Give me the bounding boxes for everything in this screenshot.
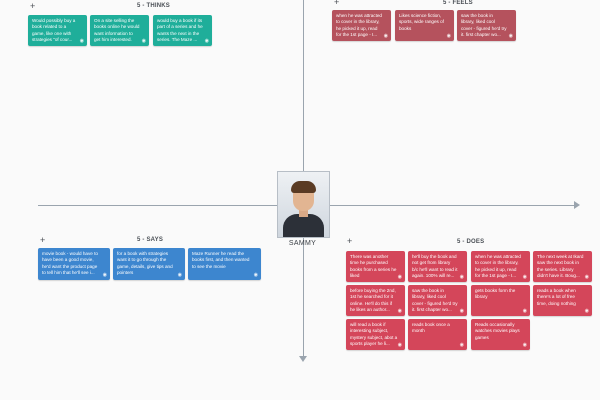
note-text: gets books form the library [475, 288, 516, 300]
eye-icon[interactable]: ◉ [522, 342, 527, 348]
sticky-note-does[interactable]: before buying the 2nd, 1st he searched f… [346, 285, 405, 316]
add-note-says-button[interactable]: + [40, 235, 46, 245]
eye-icon[interactable]: ◉ [584, 274, 589, 280]
sticky-note-does[interactable]: There was another time he purchased book… [346, 251, 405, 282]
add-note-feels-button[interactable]: + [334, 0, 340, 7]
sticky-note-does[interactable]: reads book once a month ◉ [408, 319, 467, 350]
persona-photo [277, 171, 330, 238]
note-text: saw the book in library, liked cool cove… [461, 13, 507, 38]
sticky-note-does[interactable]: The next week at Ikard saw the next book… [533, 251, 592, 282]
sticky-note-says[interactable]: movie book - would have to have been a g… [38, 248, 110, 280]
note-text: when he was attracted to cover in the li… [475, 254, 521, 279]
note-text: The next week at Ikard saw the next book… [537, 254, 584, 279]
note-text: On a site selling the books online he wo… [94, 18, 140, 43]
quadrant-title-does: 5 - DOES [457, 239, 485, 245]
eye-icon[interactable]: ◉ [204, 38, 209, 44]
sticky-note-does[interactable]: reads a book when there's a lot of free … [533, 285, 592, 316]
eye-icon[interactable]: ◉ [177, 272, 182, 278]
eye-icon[interactable]: ◉ [102, 272, 107, 278]
sticky-note-feels[interactable]: when he was attracted to cover in the li… [332, 10, 391, 41]
note-text: for a book with strategies want it to go… [117, 251, 173, 276]
eye-icon[interactable]: ◉ [397, 274, 402, 280]
eye-icon[interactable]: ◉ [584, 308, 589, 314]
sticky-note-does[interactable]: Reads occasionally watches movies plays … [471, 319, 530, 350]
sticky-note-does[interactable]: gets books form the library ◉ [471, 285, 530, 316]
arrow-right-icon [574, 201, 580, 209]
eye-icon[interactable]: ◉ [459, 308, 464, 314]
note-text: There was another time he purchased book… [350, 254, 397, 279]
note-text: movie book - would have to have been a g… [42, 251, 98, 276]
eye-icon[interactable]: ◉ [446, 33, 451, 39]
note-text: saw the book in library, liked cool cove… [412, 288, 458, 313]
eye-icon[interactable]: ◉ [253, 272, 258, 278]
sticky-note-does[interactable]: when he was attracted to cover in the li… [471, 251, 530, 282]
sticky-note-says[interactable]: for a book with strategies want it to go… [113, 248, 185, 280]
note-text: he'll buy the book and not get from libr… [412, 254, 458, 279]
note-text: Maze Runner he read the books first, and… [192, 251, 250, 269]
eye-icon[interactable]: ◉ [397, 342, 402, 348]
note-text: when he was attracted to cover in the li… [336, 13, 382, 38]
sticky-note-thinks[interactable]: Would possibly buy a book related to a g… [28, 15, 87, 46]
eye-icon[interactable]: ◉ [79, 38, 84, 44]
eye-icon[interactable]: ◉ [459, 342, 464, 348]
persona-name: SAMMY [288, 240, 317, 247]
sticky-note-does[interactable]: will read a book if interesting subject,… [346, 319, 405, 350]
eye-icon[interactable]: ◉ [522, 274, 527, 280]
quadrant-title-thinks: 5 - THINKS [137, 3, 171, 9]
eye-icon[interactable]: ◉ [397, 308, 402, 314]
note-text: reads a book when there's a lot of free … [537, 288, 576, 306]
sticky-note-thinks[interactable]: would buy a book if its part of a series… [153, 15, 212, 46]
quadrant-title-says: 5 - SAYS [137, 237, 164, 243]
sticky-note-does[interactable]: he'll buy the book and not get from libr… [408, 251, 467, 282]
note-text: Would possibly buy a book related to a g… [32, 18, 76, 43]
add-note-does-button[interactable]: + [347, 236, 353, 246]
note-text: will read a book if interesting subject,… [350, 322, 398, 347]
note-text: before buying the 2nd, 1st he searched f… [350, 288, 396, 313]
eye-icon[interactable]: ◉ [459, 274, 464, 280]
quadrant-title-feels: 5 - FEELS [443, 0, 473, 6]
sticky-note-does[interactable]: saw the book in library, liked cool cove… [408, 285, 467, 316]
note-text: Likes science fiction, sports, wide rang… [399, 13, 444, 31]
note-text: Reads occasionally watches movies plays … [475, 322, 520, 340]
note-text: would buy a book if its part of a series… [157, 18, 203, 43]
eye-icon[interactable]: ◉ [508, 33, 513, 39]
eye-icon[interactable]: ◉ [522, 308, 527, 314]
arrow-down-icon [299, 356, 307, 362]
eye-icon[interactable]: ◉ [383, 33, 388, 39]
note-text: reads book once a month [412, 322, 450, 334]
sticky-note-says[interactable]: Maze Runner he read the books first, and… [188, 248, 261, 280]
sticky-note-feels[interactable]: Likes science fiction, sports, wide rang… [395, 10, 454, 41]
eye-icon[interactable]: ◉ [141, 38, 146, 44]
sticky-note-feels[interactable]: saw the book in library, liked cool cove… [457, 10, 516, 41]
sticky-note-thinks[interactable]: On a site selling the books online he wo… [90, 15, 149, 46]
add-note-thinks-button[interactable]: + [30, 1, 36, 11]
